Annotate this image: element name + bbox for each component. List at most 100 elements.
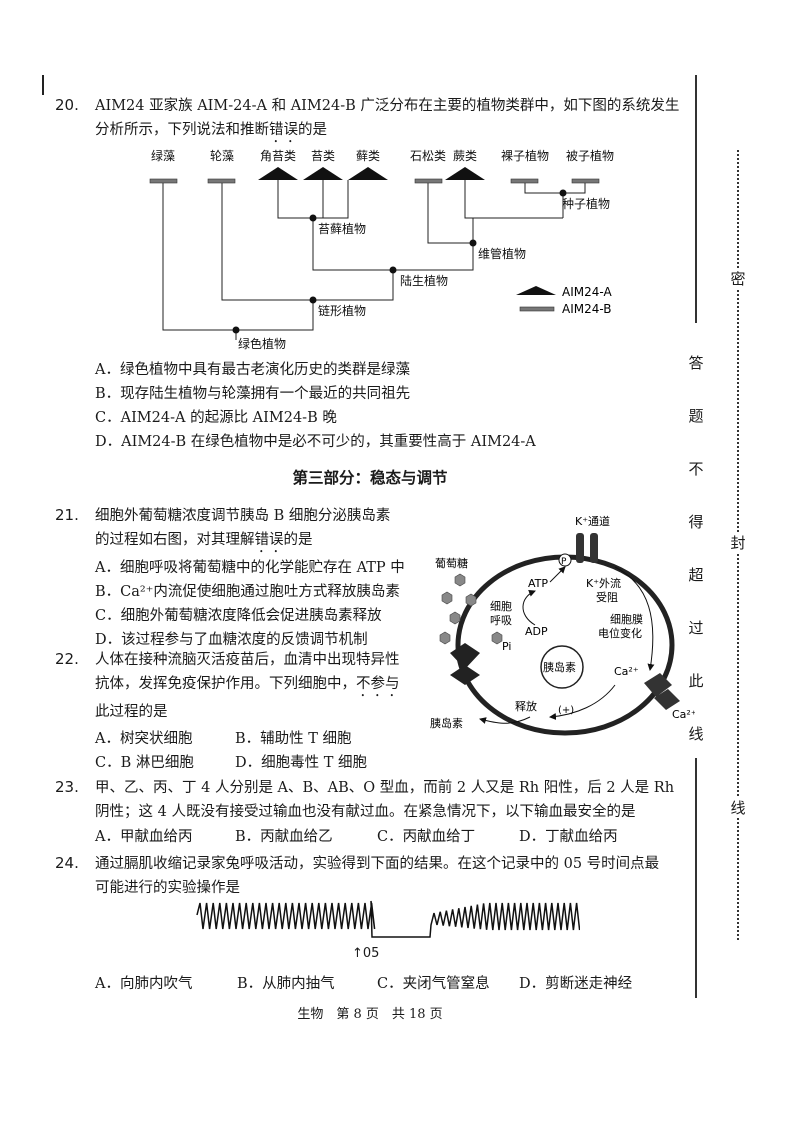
taxon-label: 石松类 <box>410 149 446 163</box>
q20-line1: AIM24 亚家族 AIM-24-A 和 AIM24-B 广泛分布在主要的植物类… <box>95 98 680 114</box>
binding-solid-line-bottom <box>695 758 697 998</box>
option-d[interactable]: D．该过程参与了血糖浓度的反馈调节机制 <box>95 632 368 648</box>
taxon-label: 藓类 <box>356 149 380 163</box>
aim24b-marker <box>414 178 443 184</box>
branch <box>236 300 314 331</box>
taxon-label: 蕨类 <box>453 149 477 163</box>
section-title: 第三部分：稳态与调节 <box>292 469 448 487</box>
option-c[interactable]: C．AIM24-A 的起源比 AIM24-B 晚 <box>95 410 337 426</box>
legend-a-label: AIM24-A <box>562 285 612 299</box>
aim24b-marker <box>149 178 178 184</box>
margin-char: 题 <box>688 407 704 425</box>
margin-char: 答 <box>688 354 704 372</box>
ca-to-release-arrow <box>549 684 616 721</box>
release-label: 释放 <box>515 699 537 713</box>
respiration-trace <box>196 900 580 938</box>
option-a[interactable]: A．甲献血给丙 <box>95 829 193 845</box>
margin-char: 不 <box>688 460 704 478</box>
node-label: 陆生植物 <box>400 273 448 288</box>
node-dot <box>469 239 477 247</box>
node-dot <box>309 296 317 304</box>
glucose-molecules <box>439 573 477 645</box>
node-dot <box>389 266 397 274</box>
node-label: 维管植物 <box>478 246 526 261</box>
margin-char: 得 <box>688 513 704 531</box>
k-channel-label: K⁺通道 <box>575 514 610 528</box>
option-b[interactable]: B．从肺内抽气 <box>237 976 335 992</box>
ca-channel <box>644 673 680 710</box>
k-to-ca-arrow <box>614 566 655 671</box>
insulin-granule <box>540 645 584 689</box>
option-b[interactable]: B．辅助性 T 细胞 <box>235 731 352 747</box>
option-d[interactable]: D．剪断迷走神经 <box>519 976 633 992</box>
trace-line <box>196 900 580 938</box>
node-label: 种子植物 <box>562 196 610 211</box>
aim24b-marker <box>571 178 600 184</box>
q22-stem: 22.人体在接种流脑灭活疫苗后，血清中出现特异性 抗体，发挥免疫保护作用。下列细… <box>55 647 435 724</box>
margin-char: 超 <box>688 566 704 584</box>
option-c[interactable]: C．丙献血给丁 <box>377 829 476 845</box>
q22-emphasis: 不参与 <box>356 676 400 692</box>
ca-inside-label: Ca²⁺ <box>614 665 639 678</box>
left-edge-mark <box>42 75 44 95</box>
membrane-label-1: 细胞膜 <box>610 613 643 626</box>
margin-xian: 线 <box>728 797 748 818</box>
adp-label: ADP <box>525 625 548 638</box>
margin-mi: 密 <box>728 268 748 289</box>
option-a[interactable]: A．向肺内吹气 <box>95 976 193 992</box>
insulin-out-label: 胰岛素 <box>430 716 463 730</box>
binding-solid-line-top <box>695 75 697 323</box>
option-a[interactable]: A．绿色植物中具有最古老演化历史的类群是绿藻 <box>95 362 410 378</box>
option-d[interactable]: D．AIM24-B 在绿色植物中是必不可少的，其重要性高于 AIM24-A <box>95 434 536 450</box>
node-dot <box>309 214 317 222</box>
margin-warning: 答 题 不 得 超 过 此 线 <box>686 352 706 776</box>
option-a[interactable]: A．树突状细胞 <box>95 731 193 747</box>
option-c[interactable]: C．夹闭气管窒息 <box>377 976 490 992</box>
q21-stem: 21.细胞外葡萄糖浓度调节胰岛 B 细胞分泌胰岛素 的过程如右图，对其理解错误的… <box>55 503 435 652</box>
q20-line2c: 的是 <box>298 122 327 138</box>
option-c[interactable]: C．细胞外葡萄糖浓度降低会促进胰岛素释放 <box>95 608 382 624</box>
respiration-label-2: 呼吸 <box>490 614 512 627</box>
aim24b-marker <box>207 178 236 184</box>
question-number: 22. <box>55 650 79 668</box>
branch <box>427 180 473 244</box>
aim24a-marker <box>303 167 343 180</box>
q24-line2: 可能进行的实验操作是 <box>95 880 240 896</box>
branch <box>162 180 313 331</box>
phosphate-label: P <box>561 557 567 567</box>
atp-cycle-arrow <box>522 589 536 626</box>
margin-char: 线 <box>688 725 704 743</box>
branch <box>277 180 349 219</box>
option-b[interactable]: B．Ca²⁺内流促使细胞通过胞吐方式释放胰岛素 <box>95 584 400 600</box>
beta-cell-figure: K⁺通道 P 葡萄糖 ATP 细胞 呼吸 ADP Pi K⁺外流 受阻 细胞膜 … <box>430 514 695 736</box>
option-a[interactable]: A．细胞呼吸将葡萄糖中的化学能贮存在 ATP 中 <box>95 560 405 576</box>
glucose-transporter <box>450 643 480 685</box>
option-b[interactable]: B．丙献血给乙 <box>235 829 333 845</box>
question-number: 24. <box>55 854 79 872</box>
q20-options: A．绿色植物中具有最古老演化历史的类群是绿藻 B．现存陆生植物与轮藻拥有一个最近… <box>95 358 536 454</box>
aim24a-marker <box>258 167 298 180</box>
option-d[interactable]: D．细胞毒性 T 细胞 <box>235 755 368 771</box>
q24-stem: 24.通过膈肌收缩记录家兔呼吸活动，实验得到下面的结果。在这个记录中的 05 号… <box>55 851 695 900</box>
question-number: 20. <box>55 96 79 114</box>
cell-membrane-inner <box>463 562 667 728</box>
q20-line2a: 分析所示，下列说法和推断 <box>95 122 269 138</box>
branch <box>312 218 393 271</box>
node-dot <box>559 189 567 197</box>
option-c[interactable]: C．B 淋巴细胞 <box>95 755 194 771</box>
margin-char: 此 <box>688 672 704 690</box>
taxon-label: 绿藻 <box>151 148 175 163</box>
phylogeny-diagram: 绿藻 轮藻 角苔类 苔类 藓类 石松类 蕨类 裸子植物 被子植物 <box>149 148 614 351</box>
aim24b-marker <box>510 178 539 184</box>
q20-emphasis: 错误 <box>269 122 298 138</box>
option-b[interactable]: B．现存陆生植物与轮藻拥有一个最近的共同祖先 <box>95 386 411 402</box>
option-d[interactable]: D．丁献血给丙 <box>519 829 618 845</box>
page-footer: 生物 第 8 页 共 18 页 <box>297 1007 443 1022</box>
branch <box>464 180 563 219</box>
legend-a-symbol <box>516 286 556 295</box>
ca-outside-label: Ca²⁺ <box>672 708 695 721</box>
k-efflux-label-2: 受阻 <box>596 591 618 604</box>
time-marker: ↑05 <box>352 946 380 961</box>
exocytosis-arrow <box>479 716 531 724</box>
branch <box>221 180 313 301</box>
